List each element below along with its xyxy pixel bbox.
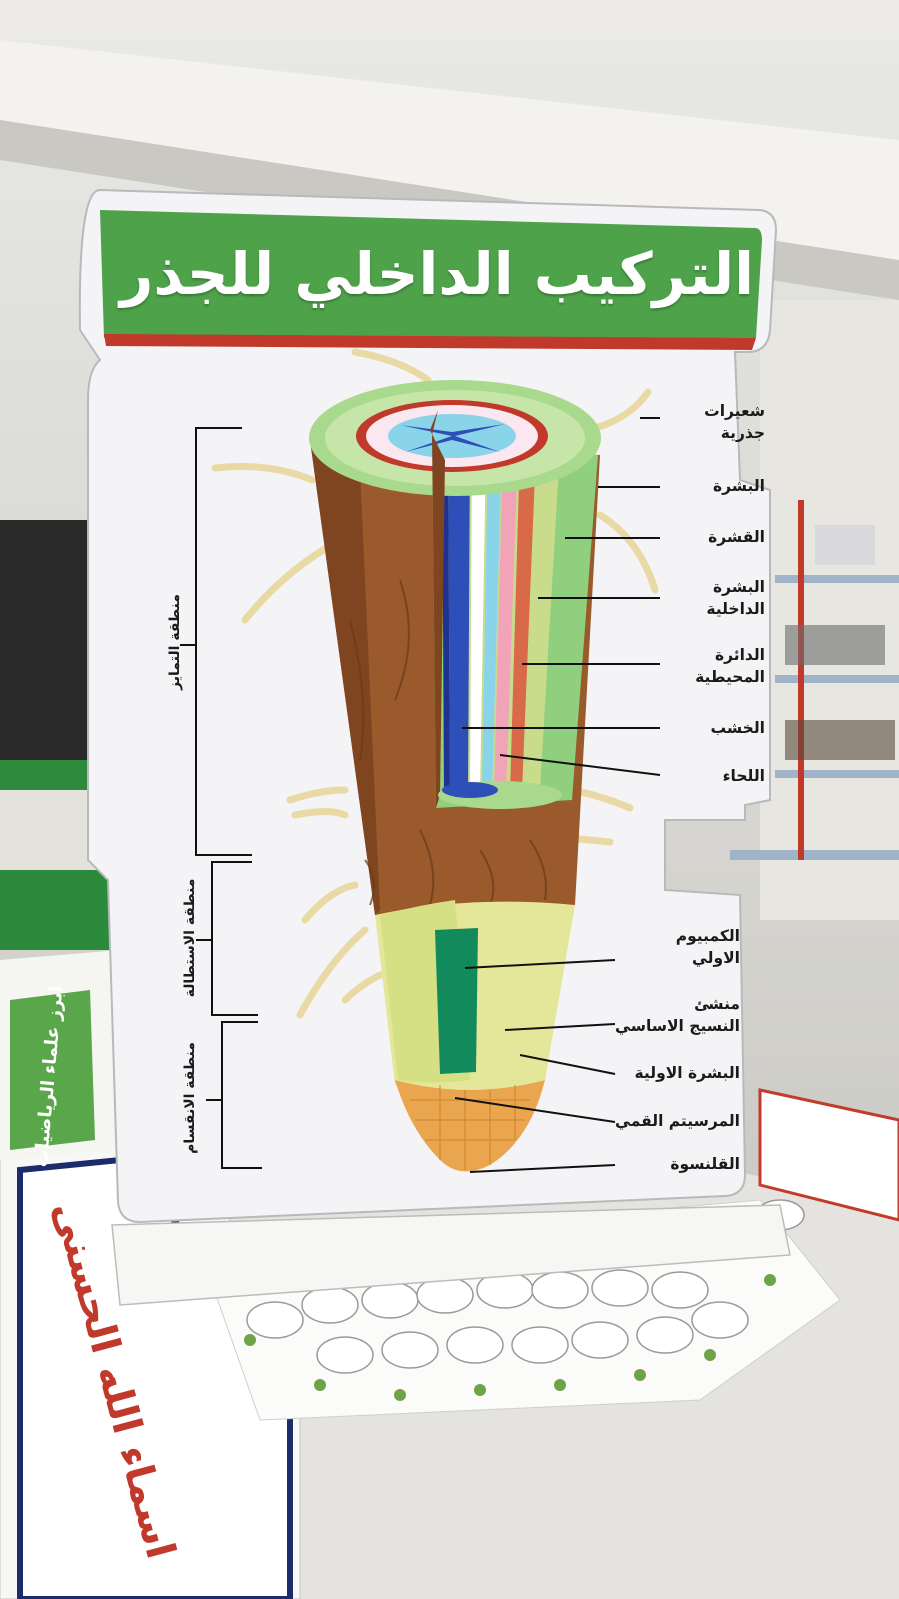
label-pericycle: الدائرة المحيطية	[695, 646, 765, 687]
poster-title: التركيب الداخلي للجذر	[120, 240, 754, 308]
root-diagram	[211, 348, 659, 1172]
label-root-cap: القلنسوة	[670, 1155, 740, 1173]
poster-base	[111, 1204, 791, 1306]
label-pointer-lines	[454, 417, 661, 1173]
label-protoderm: البشرة الاولية	[634, 1064, 740, 1082]
label-endodermis: البشرة الداخلية	[706, 578, 765, 619]
title-banner	[100, 210, 762, 338]
title-underline	[104, 334, 756, 350]
label-apical-meristem: المرسيتم القمي	[615, 1112, 740, 1130]
zone-differentiation: منطقة التمايز	[167, 594, 183, 690]
label-phloem: اللحاء	[722, 767, 765, 785]
label-xylem: الخشب	[710, 719, 766, 737]
label-epidermis: البشرة	[712, 477, 765, 495]
shelf	[775, 770, 899, 778]
shelf	[730, 850, 899, 860]
zone-elongation: منطقة الاستطالة	[182, 878, 198, 998]
shelf	[775, 575, 899, 583]
zone-division: منطقة الانقسام	[182, 1042, 198, 1154]
zone-brackets	[180, 427, 262, 1169]
label-root-hairs: شعيرات جذرية	[704, 402, 765, 443]
shelf	[775, 675, 899, 683]
label-cortex: القشرة	[708, 528, 765, 546]
label-ground-meristem: منشئ النسيج الاساسي	[615, 995, 740, 1036]
label-procambium: الكمبيوم الاولي	[675, 927, 740, 968]
